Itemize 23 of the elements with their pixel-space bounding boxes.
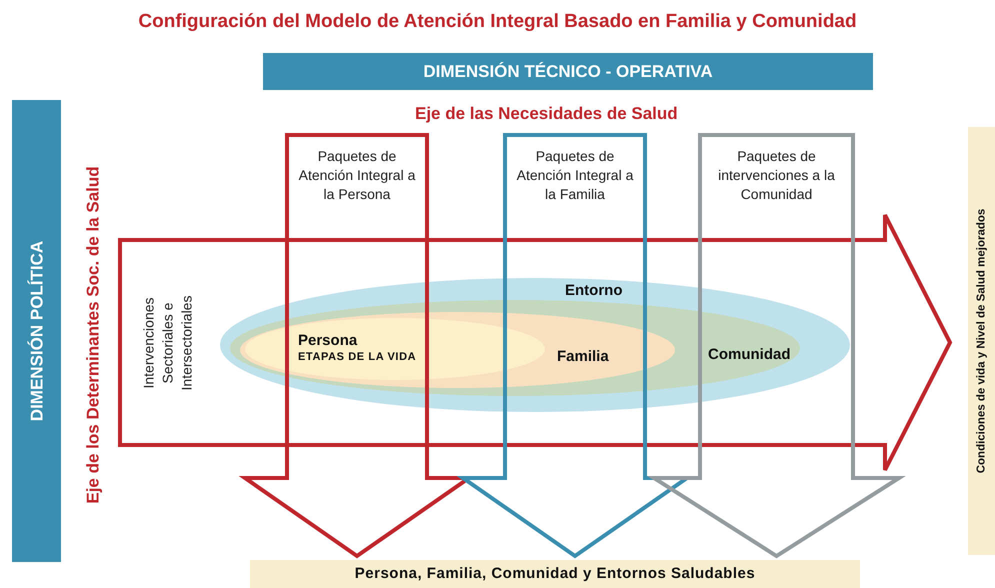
- layer-label: Comunidad: [708, 346, 790, 364]
- outcome-banner: [968, 127, 995, 555]
- dimension-banner: [12, 100, 61, 562]
- dimension-banner: [263, 53, 873, 90]
- layer-label: Entorno: [565, 282, 622, 300]
- arrow-text: Paquetes de Atención Integral a la Familia: [516, 147, 634, 204]
- banner-title: DIMENSIÓN TÉCNICO - OPERATIVA: [423, 60, 713, 83]
- arrow-text: Paquetes de intervenciones a la Comunidad: [717, 147, 836, 204]
- axis-label: Eje de las Necesidades de Salud: [415, 103, 678, 125]
- layer-label: Familia: [557, 348, 609, 366]
- arrow-text: Intervenciones Sectoriales e Intersectoriales: [140, 294, 196, 392]
- banner-title: DIMENSIÓN POLÍTICA: [26, 240, 47, 422]
- layer-label: Persona: [298, 332, 358, 350]
- outcome-text: Condiciones de vida y Nivel de Salud mejorados: [974, 208, 988, 474]
- outcome-banner: [250, 560, 860, 588]
- layer-label: ETAPAS DE LA VIDA: [298, 350, 416, 364]
- diagram-title: Configuración del Modelo de Atención Integral Basado en Familia y Comunidad: [137, 10, 858, 34]
- block-arrow: [647, 133, 906, 558]
- outcome-text: Persona, Familia, Comunidad y Entornos Saludables: [354, 564, 756, 584]
- ellipse-layer: [245, 318, 545, 380]
- block-arrow: [118, 213, 952, 472]
- axis-label: Eje de los Determinantes Soc. de la Salud: [82, 166, 104, 504]
- arrow-text: Paquetes de Atención Integral a la Persona: [298, 147, 416, 204]
